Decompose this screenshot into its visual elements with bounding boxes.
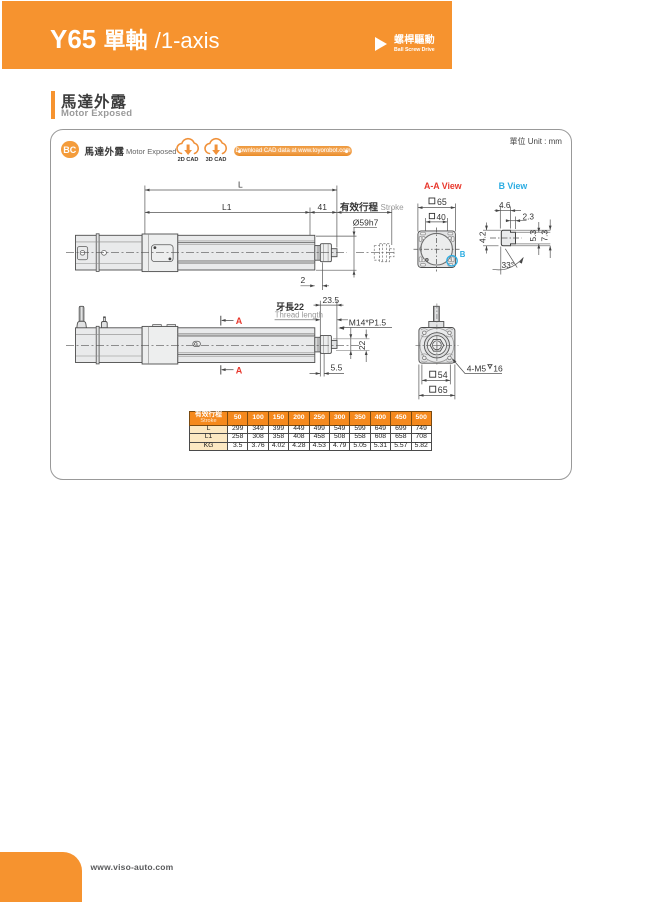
svg-text:3D CAD: 3D CAD bbox=[206, 157, 227, 163]
svg-text:Ø59h7: Ø59h7 bbox=[353, 218, 379, 228]
svg-text:4-M5: 4-M5 bbox=[467, 363, 487, 373]
svg-text:65: 65 bbox=[437, 197, 447, 207]
svg-text:54: 54 bbox=[438, 370, 448, 380]
svg-text:L: L bbox=[238, 180, 243, 190]
svg-text:65: 65 bbox=[438, 385, 448, 395]
svg-text:L1: L1 bbox=[222, 202, 232, 212]
svg-text:2D CAD: 2D CAD bbox=[178, 157, 199, 163]
svg-text:22: 22 bbox=[357, 340, 367, 350]
svg-text:有效行程: 有效行程 bbox=[340, 202, 379, 214]
svg-text:2.3: 2.3 bbox=[523, 212, 535, 222]
svg-text:5.3: 5.3 bbox=[528, 230, 538, 242]
svg-text:A-A View: A-A View bbox=[424, 181, 462, 191]
svg-text:41: 41 bbox=[318, 202, 328, 212]
svg-text:B View: B View bbox=[499, 181, 528, 191]
svg-text:4.6: 4.6 bbox=[499, 200, 511, 210]
svg-text:40: 40 bbox=[437, 212, 447, 222]
svg-text:33°: 33° bbox=[502, 260, 515, 270]
svg-text:牙長22: 牙長22 bbox=[276, 302, 304, 312]
svg-text:Stroke: Stroke bbox=[381, 203, 405, 212]
svg-text:A: A bbox=[236, 365, 243, 375]
svg-text:M14*P1.5: M14*P1.5 bbox=[349, 317, 387, 327]
svg-text:16: 16 bbox=[493, 363, 503, 373]
svg-text:B: B bbox=[460, 250, 466, 259]
svg-text:4.2: 4.2 bbox=[478, 231, 488, 243]
svg-text:2: 2 bbox=[301, 275, 306, 285]
svg-text:5.5: 5.5 bbox=[331, 363, 343, 373]
svg-text:23.5: 23.5 bbox=[323, 295, 340, 305]
svg-text:A: A bbox=[236, 316, 243, 326]
svg-text:Thread length: Thread length bbox=[275, 310, 323, 319]
svg-text:7.3: 7.3 bbox=[540, 230, 550, 242]
